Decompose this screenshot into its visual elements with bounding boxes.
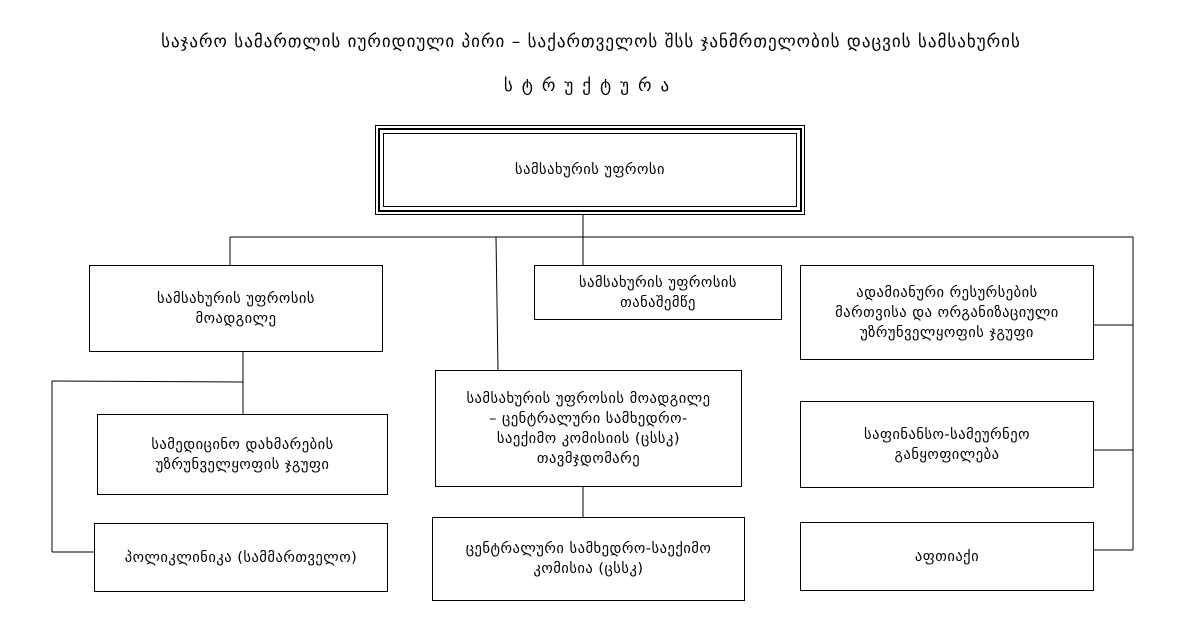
node-medical-support-group-label: სამედიცინო დახმარების უზრუნველყოფის ჯგუფ… (151, 436, 334, 473)
node-polyclinic: პოლიკლინიკა (სამმართველო) (94, 523, 388, 592)
node-deputy-head-label: სამსახურის უფროსის მოადგილე (157, 290, 315, 327)
node-deputy-head: სამსახურის უფროსის მოადგილე (89, 265, 383, 352)
connector-left-bus (51, 380, 244, 383)
node-head-of-service-label: სამსახურის უფროსი (515, 162, 665, 178)
node-polyclinic-label: პოლიკლინიკა (სამმართველო) (124, 549, 358, 566)
node-medical-support-group: სამედიცინო დახმარების უზრუნველყოფის ჯგუფ… (97, 414, 388, 495)
node-head-of-service: სამსახურის უფროსი (375, 125, 805, 215)
node-deputy-cmc-chair: სამსახურის უფროსის მოადგილე – ცენტრალური… (435, 370, 742, 487)
node-hr-group-label: ადამიანური რესურსების მართვისა და ორგანი… (835, 284, 1059, 341)
node-pharmacy: აფთიაქი (800, 522, 1094, 591)
node-finance-department: საფინანსო-სამეურნეო განყოფილება (800, 401, 1094, 488)
chart-subtitle: სტრუქტურა (503, 76, 679, 96)
connector-to-deputy-cmc (495, 236, 499, 371)
node-pharmacy-label: აფთიაქი (914, 548, 980, 565)
node-central-military-medical-commission-label: ცენტრალური სამხედრო-საექიმო კომისია (ცსს… (465, 541, 712, 577)
node-assistant-label: სამსახურის უფროსის თანაშემწე (579, 274, 737, 311)
node-central-military-medical-commission: ცენტრალური სამხედრო-საექიმო კომისია (ცსს… (432, 517, 745, 601)
node-deputy-cmc-chair-label: სამსახურის უფროსის მოადგილე – ცენტრალური… (466, 390, 711, 467)
chart-title: საჯარო სამართლის იურიდიული პირი – საქართ… (161, 32, 1021, 52)
node-finance-department-label: საფინანსო-სამეურნეო განყოფილება (864, 426, 1030, 463)
node-hr-group: ადამიანური რესურსების მართვისა და ორგანი… (800, 265, 1094, 360)
node-assistant: სამსახურის უფროსის თანაშემწე (534, 265, 782, 320)
